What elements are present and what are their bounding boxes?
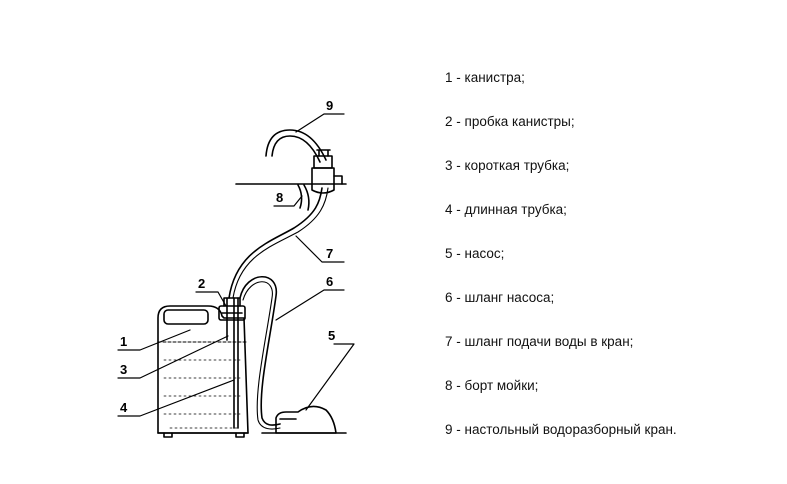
callout-2: 2	[198, 276, 205, 291]
legend-item-pump-hose: 6 - шланг насоса;	[445, 290, 555, 305]
pump-hose	[239, 275, 281, 426]
legend-item-supply-hose: 7 - шланг подачи воды в кран;	[445, 334, 634, 349]
callout-7: 7	[326, 246, 333, 261]
callout-leaders	[117, 113, 355, 417]
legend-list: 1 - канистра; 2 - пробка канистры; 3 - к…	[445, 68, 677, 464]
callout-1: 1	[120, 334, 127, 349]
callout-9: 9	[326, 98, 333, 113]
callout-8: 8	[276, 190, 283, 205]
legend-item-canister: 1 - канистра;	[445, 70, 525, 85]
long-tube	[233, 297, 239, 429]
legend-item-long-tube: 4 - длинная трубка;	[445, 202, 567, 217]
tap	[265, 129, 343, 194]
callout-3: 3	[120, 362, 127, 377]
legend-item-pump: 5 - насос;	[445, 246, 505, 261]
callout-4: 4	[120, 400, 128, 415]
supply-hose	[228, 187, 323, 299]
callout-6: 6	[326, 274, 333, 289]
pump	[261, 405, 347, 434]
callout-5: 5	[328, 328, 335, 343]
canister	[157, 305, 249, 438]
legend-item-short-tube: 3 - короткая трубка;	[445, 158, 570, 173]
legend-item-tap: 9 - настольный водоразборный кран.	[445, 422, 677, 437]
legend-item-cap: 2 - пробка канистры;	[445, 114, 575, 129]
legend-item-sink-rim: 8 - борт мойки;	[445, 378, 539, 393]
